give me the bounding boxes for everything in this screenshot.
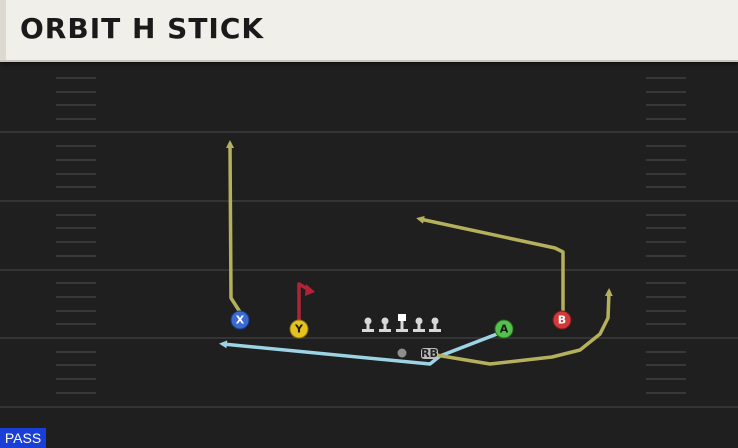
hash-marks-left <box>56 77 96 394</box>
player-y-label: Y <box>294 323 304 336</box>
rb-route <box>434 288 613 366</box>
play-type-badge: PASS <box>0 428 46 448</box>
routes <box>219 140 613 366</box>
player-y[interactable]: Y <box>289 319 309 339</box>
quarterback <box>397 348 407 358</box>
player-x[interactable]: X <box>230 310 250 330</box>
player-a-label: A <box>500 323 509 336</box>
player-b-label: B <box>558 314 566 327</box>
yard-lines <box>0 131 738 408</box>
lineman <box>429 317 441 332</box>
play-title-bar: ORBIT H STICK <box>0 0 738 62</box>
lineman <box>379 317 391 332</box>
title-accent <box>0 0 6 60</box>
play-title: ORBIT H STICK <box>20 12 265 45</box>
lineman <box>362 317 374 332</box>
lineman <box>413 317 425 332</box>
b-route <box>416 215 565 314</box>
y-route-flag <box>305 284 315 296</box>
offensive-line <box>362 314 441 332</box>
a-motion-route <box>219 332 499 366</box>
x-route <box>226 140 242 314</box>
player-x-label: X <box>236 314 245 327</box>
player-b[interactable]: B <box>552 310 572 330</box>
hash-marks-right <box>646 77 686 394</box>
running-back: RB <box>421 347 438 360</box>
player-a[interactable]: A <box>494 319 514 339</box>
center <box>396 314 408 332</box>
rb-label: RB <box>421 347 438 360</box>
